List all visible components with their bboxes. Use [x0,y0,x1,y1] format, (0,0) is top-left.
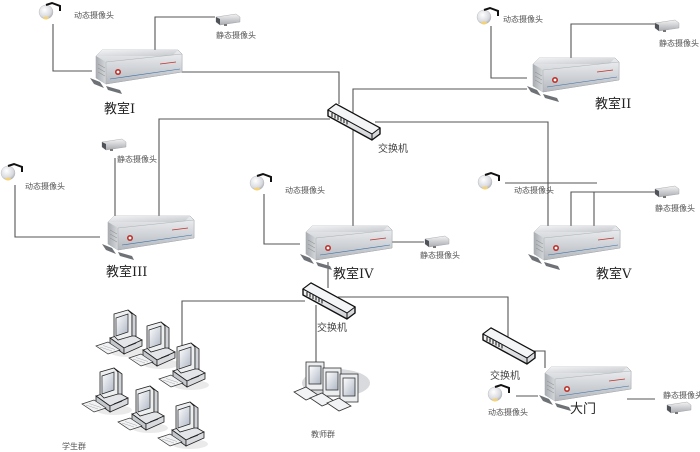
room1-label: 教室I [104,102,136,117]
static-camera-icon [215,13,241,27]
room2-label: 教室II [595,97,632,112]
static-camera-icon [101,138,127,152]
switch-top-icon [327,103,381,141]
static-camera-icon [666,401,692,415]
dynamic-camera-label: 动态摄像头 [503,15,543,24]
student-group [81,309,210,450]
static-camera-label: 静态摄像头 [655,204,695,213]
room5-label: 教室V [596,267,632,282]
teacher-group-label: 教师群 [311,430,335,439]
link-cam-room1 [154,16,215,52]
link-dome-room1 [52,24,92,72]
link-room3-switch-top [158,118,330,218]
dynamic-camera-label: 动态摄像头 [514,186,554,195]
room4-label: 教室IV [333,267,374,282]
link-room1-switch-top [178,71,340,104]
static-camera-label: 静态摄像头 [659,39,699,48]
room3-label: 教室III [106,265,148,280]
dome-camera-icon [476,7,499,26]
connection-lines [14,16,656,400]
dynamic-camera-label: 动态摄像头 [488,408,528,417]
room1-dvr [89,49,183,95]
switch-top-label: 交换机 [378,144,408,155]
switch-gate-icon [482,327,536,365]
link-dome-room4 [263,194,300,245]
student-group-label: 学生群 [62,442,86,451]
dynamic-camera-label: 动态摄像头 [25,182,65,191]
teacher-group [293,361,370,412]
link-cam-room2 [570,23,655,60]
link-switch-mid-switch-gate [338,296,509,342]
dynamic-camera-label: 动态摄像头 [74,11,114,20]
switch-mid-icon [302,282,356,320]
dynamic-camera-label: 动态摄像头 [285,186,325,195]
link-dome-room3 [14,185,100,238]
static-camera-label: 静态摄像头 [216,31,256,40]
link-cam-room5 [570,191,656,226]
switch-mid-label: 交换机 [317,323,347,334]
dome-camera-icon [477,172,500,191]
switch-gate-label: 交换机 [490,371,520,382]
link-switch-top-room5 [375,121,549,226]
static-camera-icon [424,235,450,249]
static-camera-icon [654,19,680,33]
link-dome-room2 [490,26,527,79]
gate-label: 大门 [570,402,597,417]
static-camera-icon [654,185,680,199]
dome-camera-icon [249,173,272,192]
student-pc-icon [95,309,147,358]
dome-camera-icon [38,2,61,21]
dome-camera-icon [487,384,510,403]
link-room2-switch-top [352,88,527,228]
static-camera-label: 静态摄像头 [663,391,700,400]
static-camera-label: 静态摄像头 [420,251,460,260]
link-switch-mid-students [181,300,305,350]
room3-dvr [101,215,195,261]
dome-camera-icon [0,163,23,182]
student-pc-icon [81,367,133,416]
static-camera-label: 静态摄像头 [117,155,157,164]
